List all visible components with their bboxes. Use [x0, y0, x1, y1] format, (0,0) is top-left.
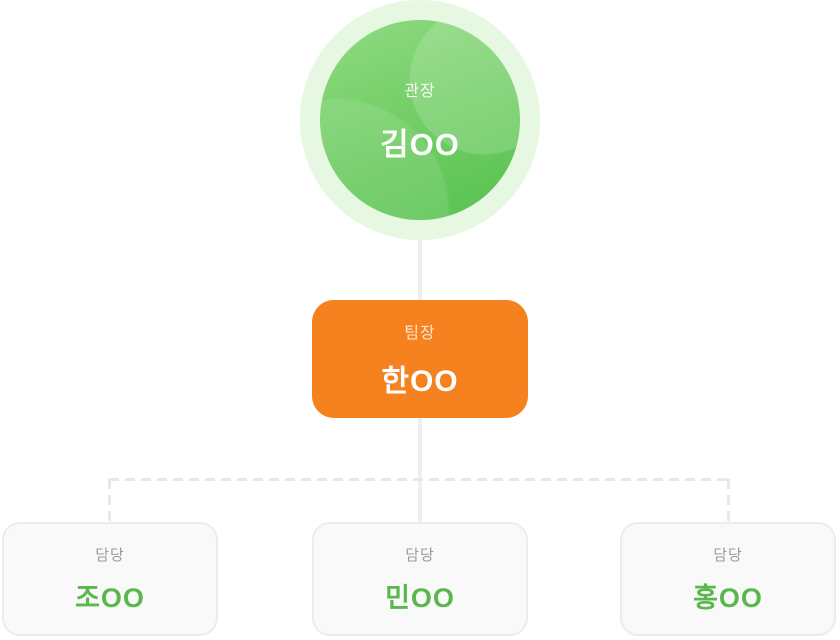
member-name: 홍OO — [693, 582, 763, 613]
connector-director-to-leader — [418, 240, 422, 301]
team-leader-node: 팀장 한OO — [312, 300, 528, 418]
team-leader-role-label: 팀장 — [404, 324, 436, 342]
team-leader-name: 한OO — [381, 364, 459, 398]
member-role-label: 담당 — [95, 546, 125, 564]
member-name: 조OO — [75, 582, 145, 613]
director-node: 관장 김OO — [320, 20, 520, 220]
member-role-label: 담당 — [713, 546, 743, 564]
connector-branch-left — [108, 479, 111, 523]
member-card: 담당 홍OO — [620, 522, 836, 636]
connector-branch-right — [727, 479, 730, 523]
member-name: 민OO — [385, 582, 455, 613]
director-role-label: 관장 — [404, 82, 436, 100]
member-card: 담당 민OO — [312, 522, 528, 636]
connector-leader-to-members — [418, 417, 422, 523]
member-card: 담당 조OO — [2, 522, 218, 636]
director-name: 김OO — [380, 126, 460, 162]
connector-branch-horizontal — [109, 478, 730, 481]
member-role-label: 담당 — [405, 546, 435, 564]
